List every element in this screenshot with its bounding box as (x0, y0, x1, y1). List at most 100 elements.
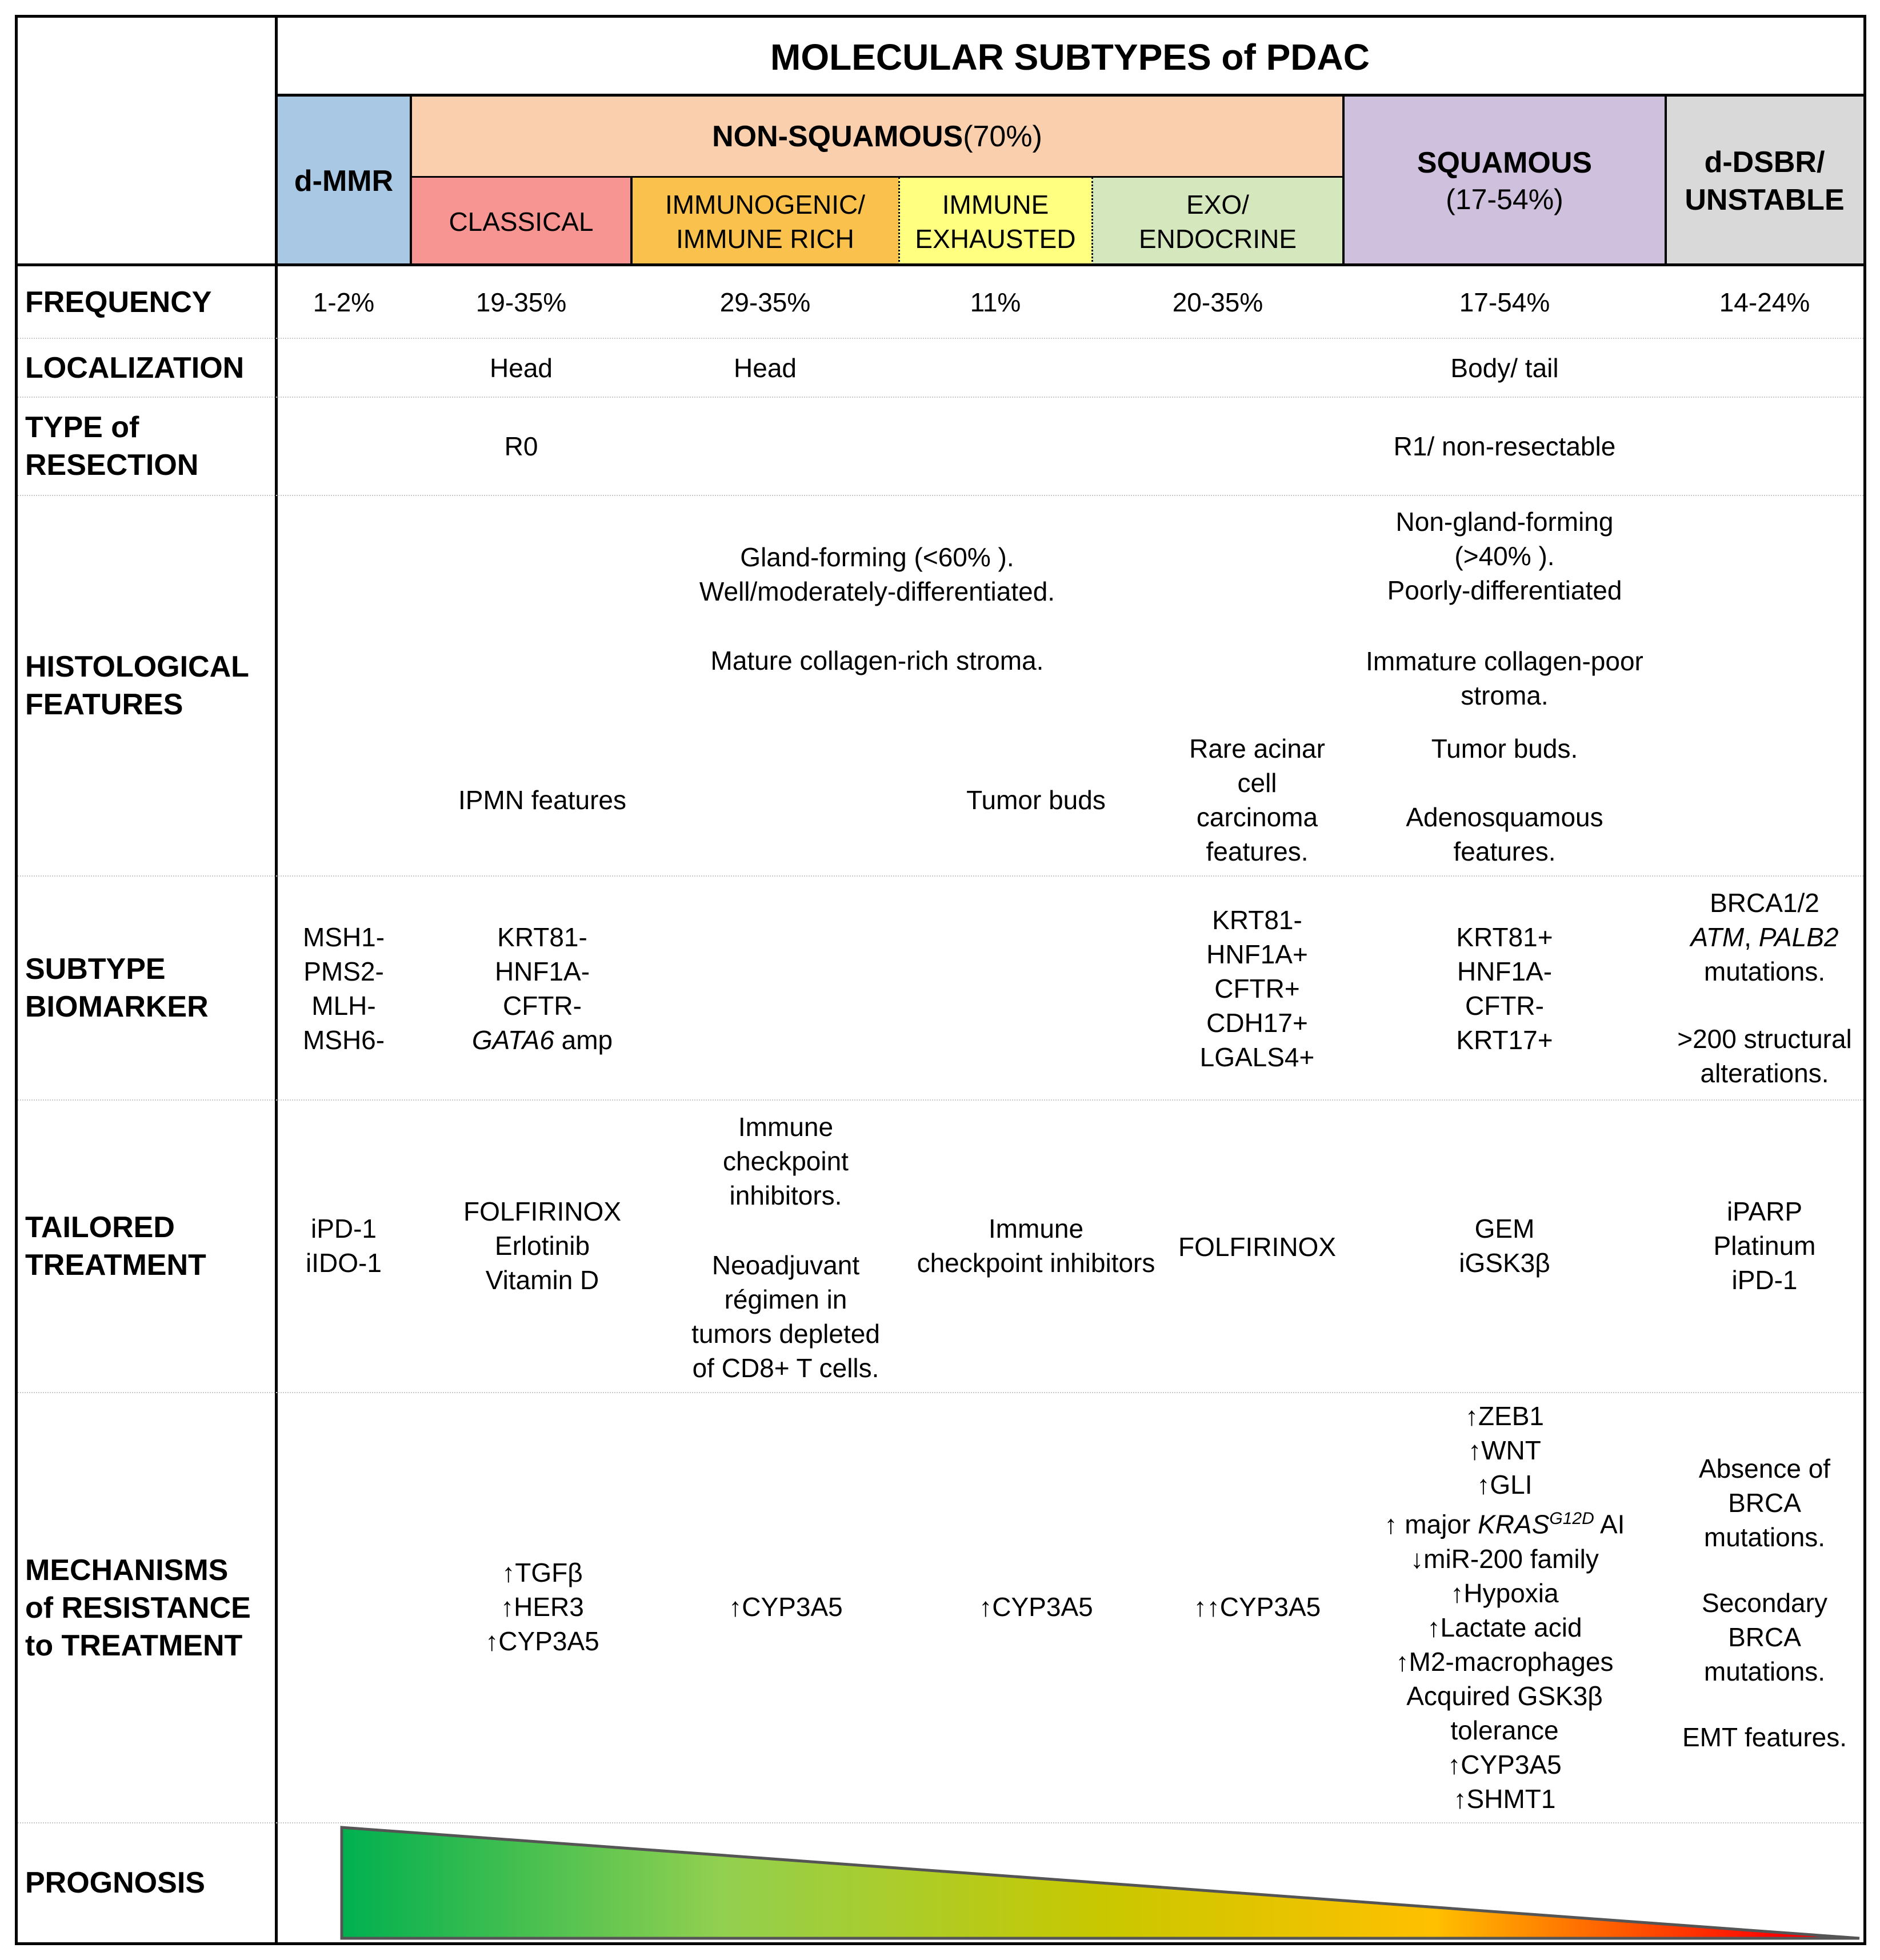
row-sep-5 (18, 1099, 1863, 1101)
resection-classical: R0 (504, 431, 538, 461)
prognosis-gradient-triangle (340, 1826, 1860, 1940)
treatment-immunogenic-icis: Immune checkpoint inhibitors. (723, 1112, 849, 1210)
histo-nonsq-stroma: Mature collagen-rich stroma. (710, 646, 1044, 675)
header-classical: CLASSICAL (411, 177, 631, 266)
gata6-gene: GATA6 (471, 1025, 554, 1055)
header-non-squamous: NON-SQUAMOUS (70%) (411, 96, 1343, 177)
row-sep-1 (18, 338, 1863, 339)
header-title-divider (277, 94, 1863, 97)
freq-squamous: 17-54% (1459, 287, 1550, 317)
resection-squamous: R1/ non-resectable (1393, 431, 1616, 461)
nonsq-subdivider (411, 176, 1343, 178)
biomarker-classical: KRT81- HNF1A- CFTR- GATA6 amp (411, 919, 674, 1058)
histo-exhausted: Tumor buds (966, 785, 1106, 815)
histo-squamous-adeno: Adenosquamous features. (1406, 802, 1603, 866)
prognosis-wedge (340, 1826, 1860, 1940)
header-vline-exhausted (1091, 177, 1093, 266)
freq-exhausted: 11% (970, 287, 1021, 317)
freq-exo: 20-35% (1172, 287, 1263, 317)
row-sep-4 (18, 875, 1863, 877)
row-label-prognosis: PROGNOSIS (25, 1866, 205, 1899)
treatment-exo: FOLFIRINOX (1178, 1232, 1337, 1262)
non-squamous-percent: (70%) (963, 120, 1042, 153)
header-dmmr: d-MMR (277, 96, 411, 266)
row-sep-2 (18, 397, 1863, 398)
resistance-ddsbr: Absence of BRCA mutations. Secondary BRC… (1666, 1451, 1863, 1754)
resistance-squamous-bottom: ↓miR-200 family ↑Hypoxia ↑Lactate acid ↑… (1395, 1543, 1614, 1814)
treatment-classical: FOLFIRINOX Erlotinib Vitamin D (463, 1197, 622, 1295)
kras-suffix: AI (1594, 1509, 1625, 1539)
row-label-treatment: TAILORED TREATMENT (25, 1211, 206, 1282)
palb2-gene: PALB2 (1758, 922, 1839, 952)
table-title: MOLECULAR SUBTYPES of PDAC (770, 36, 1370, 78)
row-label-resistance: MECHANISMS of RESISTANCE to TREATMENT (25, 1553, 251, 1662)
unstable-label: UNSTABLE (1685, 183, 1845, 217)
biomarker-exo: KRT81- HNF1A+ CFTR+ CDH17+ LGALS4+ (1199, 905, 1315, 1072)
biomarker-classical-list: KRT81- HNF1A- CFTR- (494, 922, 590, 1021)
gata6-suffix: amp (554, 1025, 613, 1055)
row-label-biomarker: SUBTYPE BIOMARKER (25, 953, 209, 1023)
col-divider-main (275, 18, 278, 1942)
biomarker-classical-gata6: GATA6 amp (472, 1023, 613, 1057)
resistance-ddsbr-absence: Absence of BRCA mutations. (1698, 1454, 1831, 1552)
header-exo-endocrine: EXO/ ENDOCRINE (1092, 177, 1343, 266)
kras-gene: KRAS (1478, 1509, 1550, 1539)
histo-squamous-buds: Tumor buds. (1431, 734, 1578, 763)
resistance-exo: ↑↑CYP3A5 (1193, 1592, 1321, 1622)
row-sep-3 (18, 495, 1863, 496)
header-vline-classical (630, 177, 633, 266)
atm-gene: ATM (1690, 922, 1745, 952)
treatment-exhausted: Immune checkpoint inhibitors (917, 1214, 1155, 1278)
resistance-immunogenic: ↑CYP3A5 (729, 1592, 843, 1622)
non-squamous-label: NON-SQUAMOUS (712, 120, 963, 153)
resistance-squamous: ↑ZEB1 ↑WNT ↑GLI ↑ major KRASG12D AI ↓miR… (1314, 1399, 1695, 1816)
treatment-squamous: GEM iGSK3β (1459, 1214, 1550, 1278)
treatment-immunogenic-neoadjuvant: Neoadjuvant régimen in tumors depleted o… (691, 1250, 880, 1383)
resistance-ddsbr-emt: EMT features. (1682, 1722, 1847, 1752)
row-label-localization: LOCALIZATION (25, 351, 245, 385)
row-label-frequency: FREQUENCY (25, 285, 212, 319)
header-squamous: SQUAMOUS (17-54%) (1343, 96, 1666, 266)
histo-nonsq-gland: Gland-forming (<60% ). Well/moderately-d… (699, 542, 1055, 606)
header-immune-exhausted: IMMUNE EXHAUSTED (899, 177, 1092, 266)
histo-classical: IPMN features (458, 785, 626, 815)
row-label-histology: HISTOLOGICAL FEATURES (25, 650, 249, 721)
header-immunogenic: IMMUNOGENIC/ IMMUNE RICH (631, 177, 899, 266)
row-sep-7 (18, 1822, 1863, 1823)
biomarker-ddsbr-mutations: mutations. (1703, 957, 1826, 986)
loc-squamous: Body/ tail (1450, 353, 1559, 383)
header-vline-nonsq (1342, 96, 1345, 266)
histo-squamous-gland: Non-gland-forming (>40% ). Poorly-differ… (1387, 507, 1622, 605)
freq-dmmr: 1-2% (313, 287, 375, 317)
gene-separator: , (1744, 922, 1759, 952)
kras-prefix: ↑ major (1384, 1509, 1478, 1539)
biomarker-ddsbr-brca: BRCA1/2 (1710, 888, 1819, 918)
resistance-exhausted: ↑CYP3A5 (979, 1592, 1093, 1622)
header-vline-dmmr (410, 96, 412, 266)
histo-squamous-stroma: Immature collagen-poor stroma. (1366, 646, 1643, 710)
biomarker-dmmr: MSH1- PMS2- MLH- MSH6- (302, 922, 385, 1055)
resistance-classical: ↑TGFβ ↑HER3 ↑CYP3A5 (485, 1558, 599, 1656)
resistance-squamous-kras: ↑ major KRASG12D AI (1385, 1502, 1625, 1541)
biomarker-ddsbr-genes: ATM, PALB2 (1690, 920, 1838, 954)
loc-immunogenic: Head (734, 353, 797, 383)
biomarker-ddsbr-structural: >200 structural alterations. (1677, 1024, 1852, 1088)
freq-immunogenic: 29-35% (719, 287, 811, 317)
freq-ddsbr: 14-24% (1719, 287, 1810, 317)
histo-exo: Rare acinar cell carcinoma features. (1189, 734, 1325, 866)
resistance-ddsbr-secondary: Secondary BRCA mutations. (1702, 1588, 1827, 1686)
table-frame (15, 15, 1866, 1945)
resistance-squamous-top: ↑ZEB1 ↑WNT ↑GLI (1465, 1401, 1545, 1500)
squamous-label: SQUAMOUS (1417, 146, 1593, 179)
header-vline-immunogenic (898, 177, 900, 266)
biomarker-ddsbr: BRCA1/2 ATM, PALB2 mutations. >200 struc… (1666, 885, 1863, 1091)
squamous-percent: (17-54%) (1446, 183, 1563, 215)
header-divider-top (18, 263, 1863, 266)
row-sep-6 (18, 1392, 1863, 1393)
header-vline-squamous (1665, 96, 1667, 266)
treatment-dmmr: iPD-1 iIDO-1 (306, 1214, 382, 1278)
row-label-resection: TYPE of RESECTION (25, 411, 199, 482)
treatment-ddsbr: iPARP Platinum iPD-1 (1713, 1197, 1816, 1295)
freq-classical: 19-35% (475, 287, 567, 317)
d-dsbr-label: d-DSBR/ (1704, 145, 1825, 179)
